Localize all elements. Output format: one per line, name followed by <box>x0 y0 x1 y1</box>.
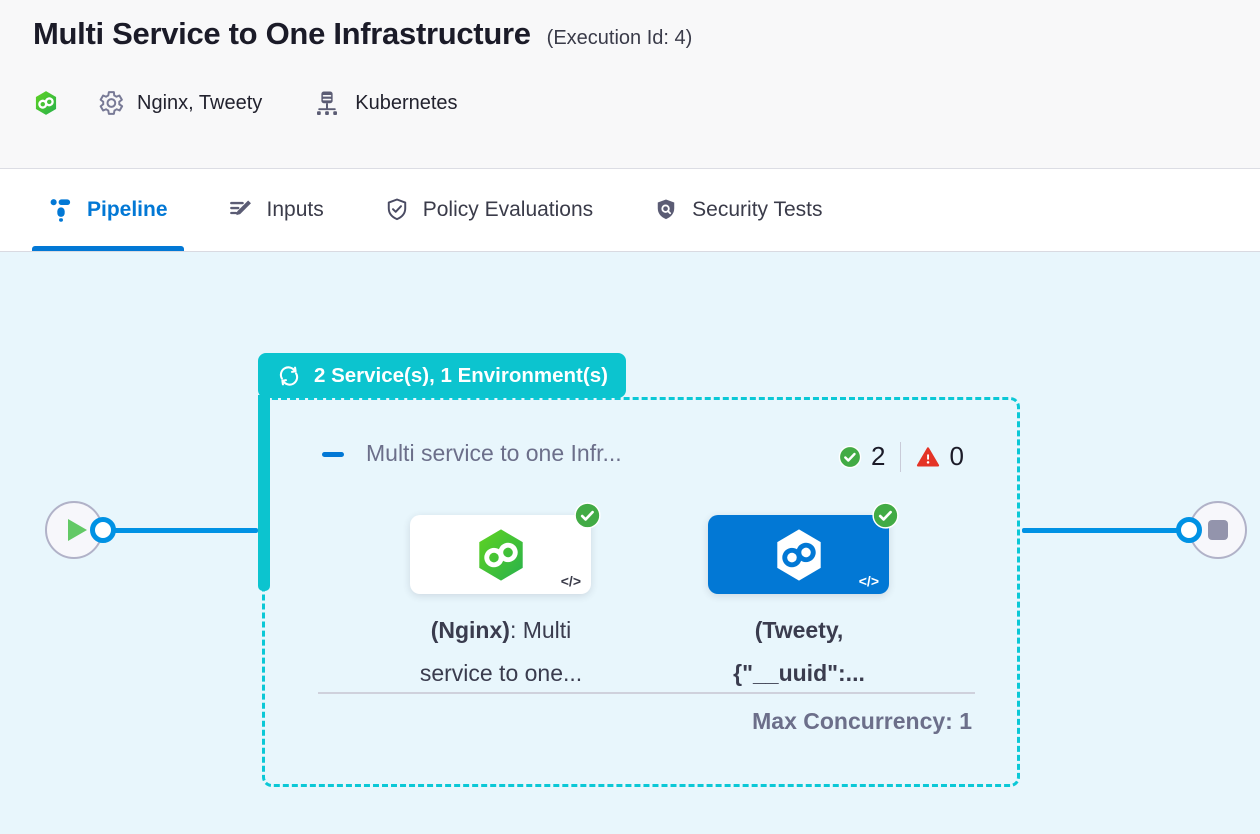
service-label-nginx: (Nginx): Multi service to one... <box>368 609 634 695</box>
pipeline-icon <box>50 199 71 222</box>
execution-id: (Execution Id: 4) <box>546 27 693 49</box>
service-environment-badge[interactable]: 2 Service(s), 1 Environment(s) <box>258 353 626 398</box>
harness-cd-icon <box>35 91 57 115</box>
service-node-nginx[interactable]: </> <box>410 502 601 594</box>
success-badge-icon <box>574 502 601 529</box>
link-line-end <box>1022 528 1189 533</box>
matrix-stage-boundary <box>262 397 1020 787</box>
tab-label: Inputs <box>266 198 324 221</box>
success-badge-icon <box>872 502 899 529</box>
failure-warning-icon <box>917 446 940 466</box>
service-label-line1: (Nginx): Multi <box>430 617 572 643</box>
end-port <box>1176 517 1202 543</box>
services-gear-icon <box>99 91 124 115</box>
collapse-minus-button[interactable] <box>322 452 344 457</box>
tab-label: Pipeline <box>87 198 168 221</box>
execution-header: Multi Service to One Infrastructure (Exe… <box>0 0 1260 168</box>
tab-policy-evaluations[interactable]: Policy Evaluations <box>368 169 609 251</box>
start-port <box>90 517 116 543</box>
tab-security-tests[interactable]: Security Tests <box>637 169 838 251</box>
success-count: 2 <box>871 441 886 471</box>
success-check-icon <box>838 445 862 468</box>
harness-service-icon <box>776 528 821 581</box>
code-icon: </> <box>858 573 879 589</box>
title-row: Multi Service to One Infrastructure (Exe… <box>33 16 692 52</box>
link-line-start <box>103 528 258 533</box>
execution-meta: Nginx, Tweety Kubernetes <box>33 87 508 119</box>
failed-count: 0 <box>949 441 964 471</box>
tab-bar: Pipeline Inputs Policy Evaluations Secur… <box>0 168 1260 252</box>
active-tab-underline <box>32 246 184 251</box>
tab-pipeline[interactable]: Pipeline <box>32 169 184 251</box>
service-label-line2: {"__uuid":... <box>733 660 865 686</box>
inputs-icon <box>229 200 251 216</box>
services-label: Nginx, Tweety <box>137 91 263 114</box>
stage-status-counters: 2 0 <box>838 441 964 472</box>
stop-icon <box>1208 520 1228 540</box>
max-concurrency-label: Max Concurrency: 1 <box>752 708 972 734</box>
service-label-line1: (Tweety, <box>754 617 844 643</box>
stage-title: Multi service to one Infr... <box>366 440 622 466</box>
group-badge-label: 2 Service(s), 1 Environment(s) <box>314 363 608 387</box>
tab-label: Policy Evaluations <box>422 198 594 221</box>
page-title: Multi Service to One Infrastructure <box>33 16 531 51</box>
service-label-line2: service to one... <box>419 660 583 686</box>
code-icon: </> <box>560 573 581 589</box>
pipeline-canvas[interactable]: 2 Service(s), 1 Environment(s) Multi ser… <box>0 252 1260 834</box>
loop-icon <box>279 365 299 386</box>
policy-shield-icon <box>387 198 406 221</box>
security-shield-icon <box>657 199 675 220</box>
stage-footer-divider <box>318 692 975 694</box>
counter-divider <box>900 441 902 472</box>
infrastructure-label: Kubernetes <box>355 91 458 114</box>
play-icon <box>67 519 87 541</box>
service-label-tweety: (Tweety, {"__uuid":... <box>666 609 932 695</box>
tab-label: Security Tests <box>692 198 823 221</box>
tab-inputs[interactable]: Inputs <box>212 169 340 251</box>
infrastructure-icon <box>317 91 338 115</box>
service-node-tweety[interactable]: </> <box>708 502 899 594</box>
group-accent-strip <box>258 395 270 591</box>
harness-service-icon <box>478 528 523 581</box>
